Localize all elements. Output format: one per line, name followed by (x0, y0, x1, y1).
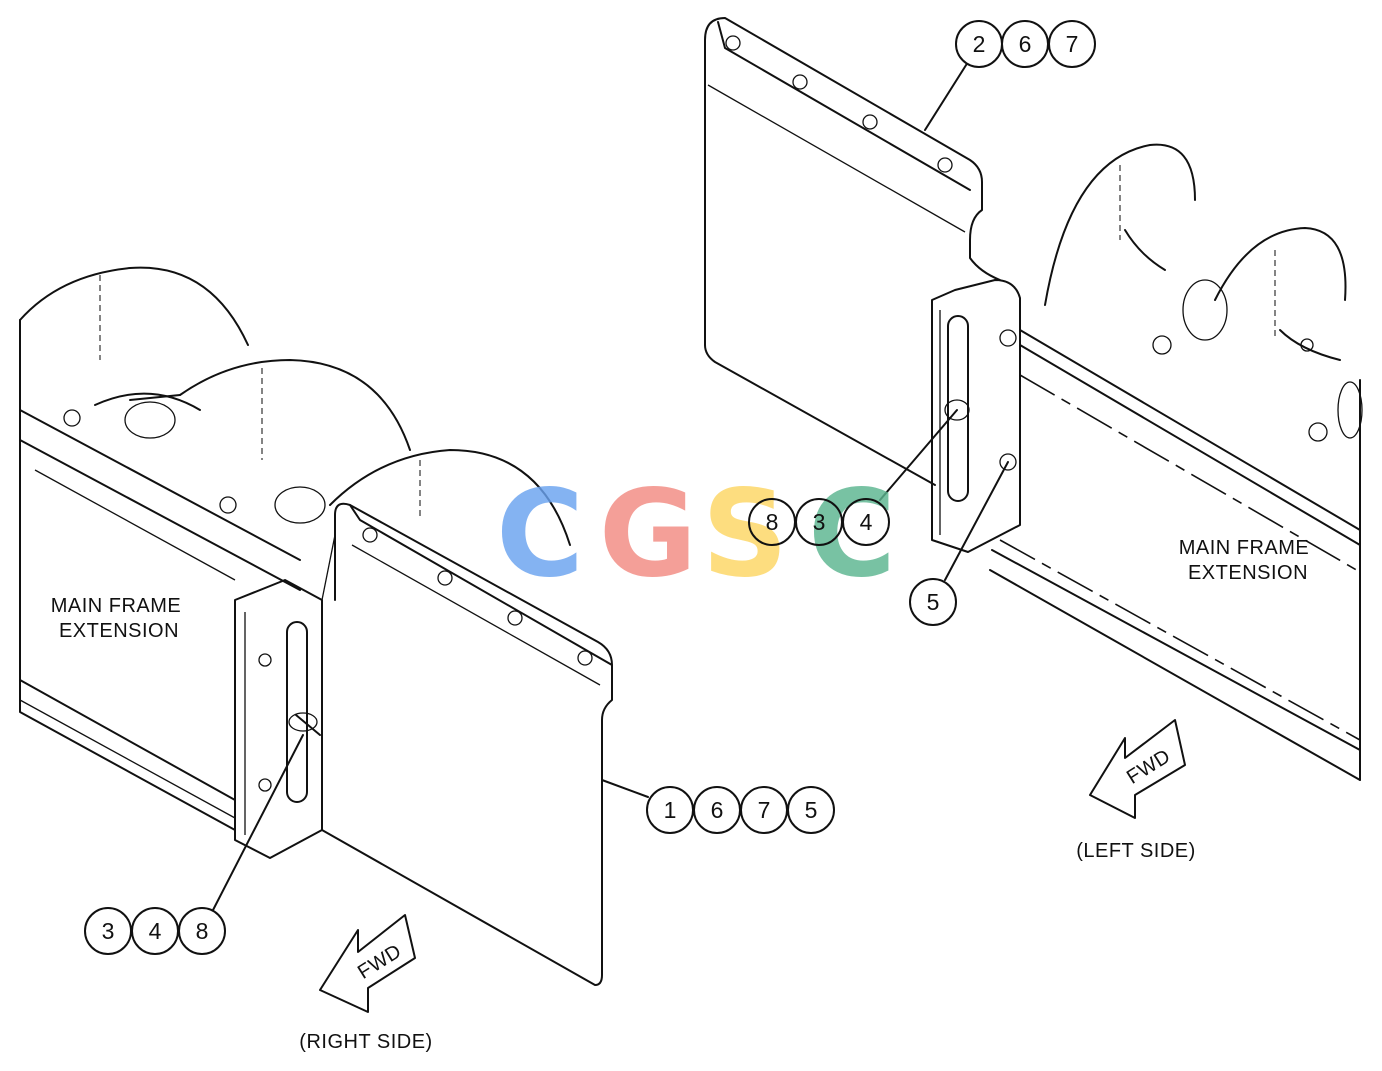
main-frame-label-left-1: MAIN FRAME (51, 595, 182, 617)
watermark: C G S C (496, 466, 896, 605)
callout-number: 3 (102, 918, 115, 944)
watermark-letter: G (599, 466, 698, 605)
callout-group-top-right: 2 6 7 (955, 20, 1096, 68)
fwd-label-left: FWD (1123, 745, 1175, 789)
right-side-caption: (RIGHT SIDE) (299, 1031, 432, 1053)
callout-number: 4 (149, 918, 162, 944)
callout-group-right-side-panel: 1 6 7 5 (646, 786, 835, 834)
callout-number: 1 (664, 797, 677, 823)
callout-number: 8 (766, 509, 779, 535)
callout-number: 5 (805, 797, 818, 823)
callout-bubble (787, 786, 835, 834)
main-frame-label-right-2: EXTENSION (1188, 562, 1308, 584)
watermark-letter: S (702, 466, 788, 605)
callout-bubble (1048, 20, 1096, 68)
callout-number: 6 (1019, 31, 1032, 57)
main-frame-label-right-1: MAIN FRAME (1179, 537, 1310, 559)
callout-bubble (842, 498, 890, 546)
left-side-caption: (LEFT SIDE) (1076, 840, 1196, 862)
fwd-label-right: FWD (354, 940, 406, 984)
watermark-letter: C (496, 466, 584, 605)
callout-group-right-side-bracket: 3 4 8 (84, 907, 226, 955)
callout-number: 3 (813, 509, 826, 535)
callout-bubble (909, 578, 957, 626)
left-side-assembly: FWD (704, 17, 1363, 819)
callout-number: 2 (973, 31, 986, 57)
callout-number: 7 (1066, 31, 1079, 57)
callout-number: 4 (860, 509, 873, 535)
callout-group-middle: 8 3 4 (748, 498, 890, 546)
callout-number: 5 (927, 589, 940, 615)
callout-group-item5: 5 (909, 578, 957, 626)
watermark-letter: C (808, 466, 896, 605)
callout-bubble (178, 907, 226, 955)
main-frame-label-left-2: EXTENSION (59, 620, 179, 642)
callout-number: 6 (711, 797, 724, 823)
callout-number: 7 (758, 797, 771, 823)
callout-number: 8 (196, 918, 209, 944)
